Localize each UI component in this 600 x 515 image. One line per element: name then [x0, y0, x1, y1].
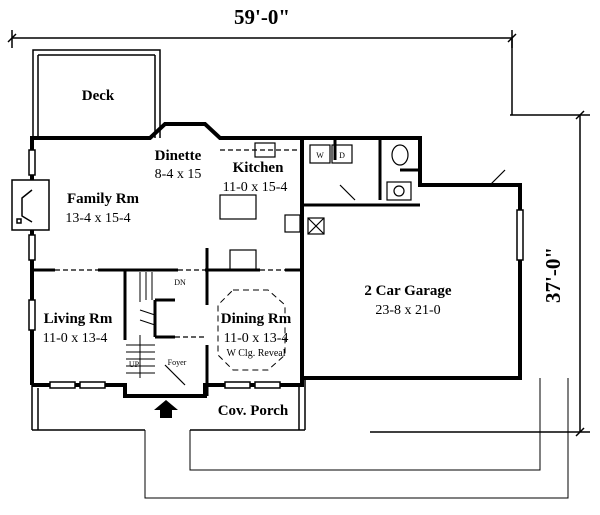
- entry-arrow-icon: [154, 400, 178, 418]
- garage-size: 23-8 x 21-0: [375, 303, 440, 318]
- openings: [55, 149, 300, 338]
- washer: [309, 144, 331, 164]
- garage-label: 2 Car Garage: [364, 283, 452, 299]
- sink: [254, 142, 276, 158]
- dryer-label: D: [339, 151, 345, 160]
- stairs-up-label: UP: [129, 360, 140, 369]
- dinette-size: 8-4 x 15: [155, 167, 202, 182]
- fireplace: [11, 179, 50, 231]
- ceiling-reveal: [217, 289, 286, 371]
- dining-ceiling-note: W Clg. Reveal: [227, 348, 286, 359]
- width-dimension-line: [7, 30, 517, 115]
- staircase[interactable]: [126, 272, 156, 378]
- dining-room-size: 11-0 x 13-4: [224, 331, 289, 346]
- living-room-size: 11-0 x 13-4: [43, 331, 108, 346]
- deck: [32, 49, 161, 138]
- dinette-label: Dinette: [155, 148, 202, 164]
- deck-label: Deck: [82, 88, 115, 104]
- family-room-size: 13-4 x 15-4: [65, 211, 130, 226]
- windows: [28, 149, 524, 389]
- chimney: [307, 217, 325, 235]
- washer-label: W: [316, 151, 324, 160]
- kitchen-fixtures: [219, 142, 325, 271]
- interior-walls: [32, 140, 420, 396]
- range: [284, 214, 301, 233]
- dryer: [331, 144, 353, 164]
- family-room-label: Family Rm: [67, 191, 140, 207]
- toilet: [391, 144, 409, 166]
- kitchen-size: 11-0 x 15-4: [223, 180, 288, 195]
- covered-porch: [31, 378, 306, 431]
- width-dimension: 59'-0": [234, 5, 290, 29]
- dining-room-label: Dining Rm: [221, 311, 292, 327]
- extension-lines: [144, 378, 569, 499]
- porch-label: Cov. Porch: [218, 403, 289, 419]
- foyer-label: Foyer: [168, 358, 187, 367]
- counter: [229, 249, 257, 271]
- doors[interactable]: [164, 169, 506, 386]
- laundry-bath: [309, 144, 412, 201]
- kitchen-island: [219, 194, 257, 220]
- kitchen-label: Kitchen: [233, 160, 284, 176]
- living-room-label: Living Rm: [44, 311, 113, 327]
- bath-sink: [386, 181, 412, 201]
- depth-dimension-line: [370, 110, 590, 437]
- stairs-down-label: DN: [174, 278, 186, 287]
- depth-dimension: 37'-0": [541, 247, 565, 303]
